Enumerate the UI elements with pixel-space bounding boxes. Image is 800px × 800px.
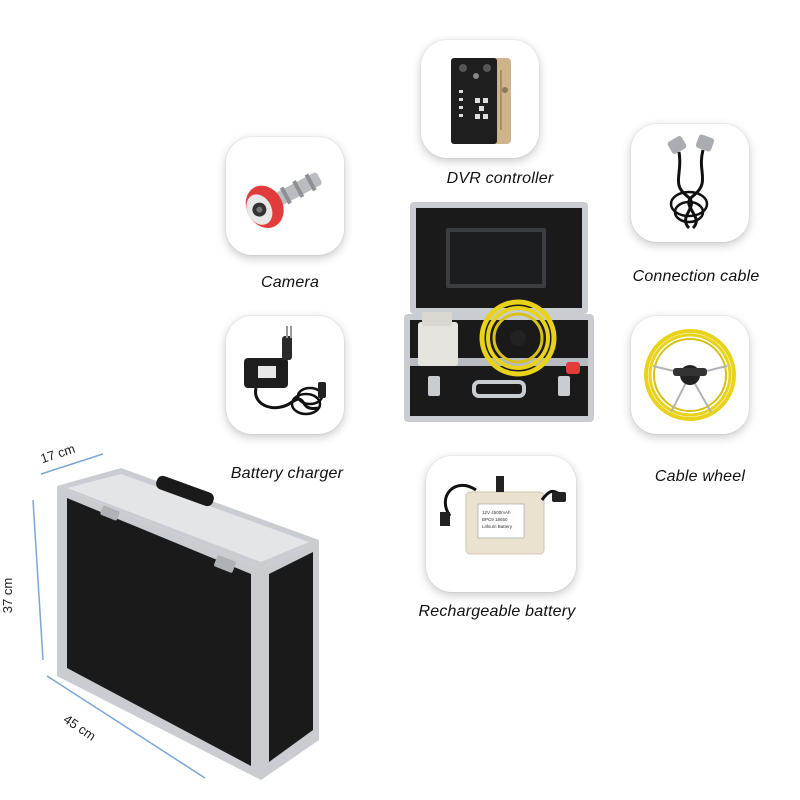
battery-charger-label: Battery charger (230, 465, 344, 482)
connection-cable-label: Connection cable (632, 268, 760, 285)
height-dimension-line (32, 499, 44, 661)
dvr-controller-label: DVR controller (446, 170, 554, 187)
battery-charger-icon (244, 326, 326, 416)
main-inspection-kit (398, 198, 600, 428)
battery-print-line-3: Lithium Battery (482, 524, 513, 529)
case-height-label: 37 cm (0, 577, 16, 614)
camera-head-icon (245, 172, 322, 228)
rechargeable-battery-tile: 12V 4500mAh BPC9 18650 Lithium Battery (426, 456, 576, 592)
width-dimension-line (40, 453, 104, 475)
rechargeable-battery-label: Rechargeable battery (418, 603, 576, 620)
camera-label: Camera (260, 274, 320, 291)
camera-tile (226, 137, 344, 255)
battery-charger-tile (226, 316, 344, 434)
connection-cable-tile (631, 124, 749, 242)
battery-print-line-2: BPC9 18650 (482, 517, 508, 522)
closed-carry-case (15, 440, 345, 790)
cable-wheel-tile (631, 316, 749, 434)
cable-wheel-label: Cable wheel (654, 468, 746, 485)
rechargeable-battery-icon: 12V 4500mAh BPC9 18650 Lithium Battery (440, 476, 566, 555)
battery-print-line-1: 12V 4500mAh (482, 510, 511, 515)
dvr-controller-tile (421, 40, 539, 158)
length-dimension-line (46, 675, 206, 779)
dvr-controller-icon (451, 58, 511, 144)
connection-cable-icon (667, 134, 715, 230)
cable-wheel-icon (644, 329, 736, 421)
